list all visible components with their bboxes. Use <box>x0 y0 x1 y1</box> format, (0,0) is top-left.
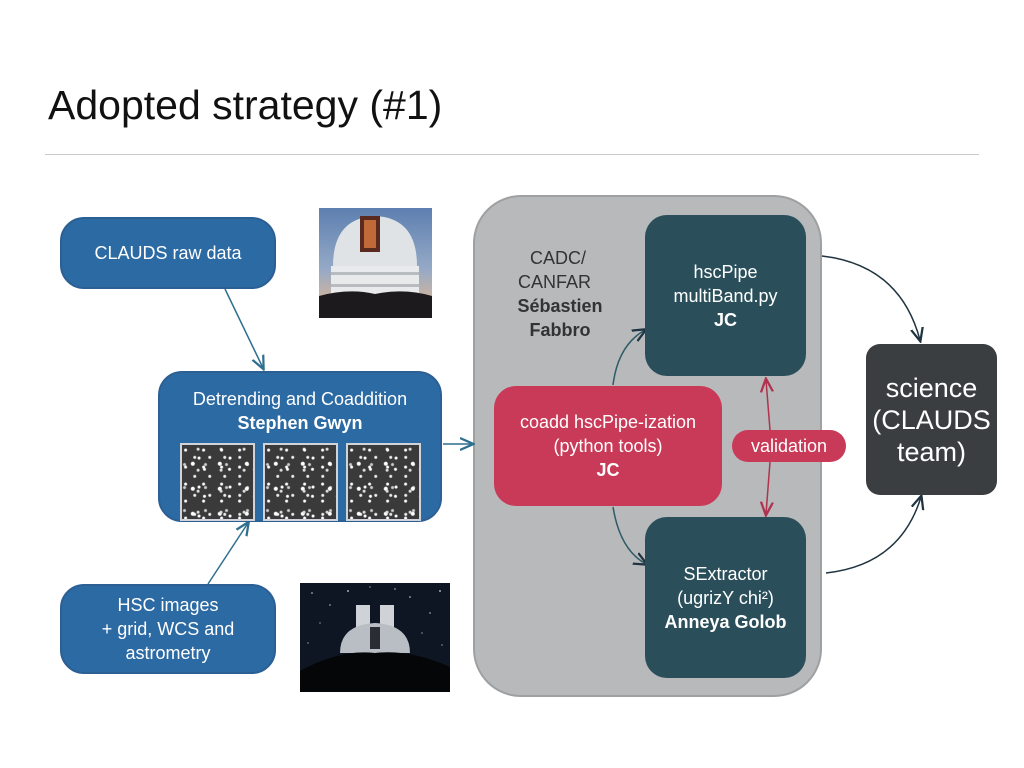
observatory-icon <box>300 586 450 692</box>
science-clauds-team-node: science (CLAUDS team) <box>866 344 997 495</box>
science-line1: science <box>885 372 978 403</box>
arrow-coadd-to-sextractor <box>612 506 646 564</box>
cadc-line2: CANFAR <box>518 272 592 292</box>
cadc-person-last: Fabbro <box>529 320 591 340</box>
sextractor-node: SExtractor (ugrizY chi²) Anneya Golob <box>645 517 806 678</box>
sextractor-line1: SExtractor <box>683 563 768 584</box>
cadc-label: CADC/ CANFAR Sébastien Fabbro <box>500 246 620 342</box>
hscpipe-line1: hscPipe <box>693 261 758 282</box>
hsc-line1: HSC images <box>117 595 219 615</box>
hscpipe-line2: multiBand.py <box>673 285 778 306</box>
coadd-line1: coadd hscPipe-ization <box>519 412 697 432</box>
arrow-hscpipe-to-science <box>821 255 920 340</box>
validation-badge: validation <box>732 430 846 462</box>
cadc-person-first: Sébastien <box>517 296 603 316</box>
hsc-line2: + grid, WCS and <box>101 619 235 639</box>
coadd-hscpipe-ization-node: coadd hscPipe-ization (python tools) JC <box>494 386 722 506</box>
slide-title: Adopted strategy (#1) <box>48 82 443 128</box>
arrow-sextractor-to-science <box>825 497 921 574</box>
sextractor-person: Anneya Golob <box>664 611 787 632</box>
science-line3: team) <box>896 436 967 467</box>
star-field-image <box>179 443 255 521</box>
arrow-validation-down <box>766 461 770 514</box>
hscpipe-person: JC <box>713 309 737 330</box>
star-field-image <box>262 443 338 521</box>
hsc-line3: astrometry <box>125 643 211 663</box>
cadc-line1: CADC/ <box>530 248 587 268</box>
arrow-raw-to-detrending <box>224 288 263 368</box>
dome-icon <box>319 216 432 318</box>
arrow-validation-up <box>766 380 770 431</box>
validation-label: validation <box>750 435 828 456</box>
clauds-raw-data-node: CLAUDS raw data <box>60 217 276 289</box>
hsc-images-node: HSC images + grid, WCS and astrometry <box>60 584 276 674</box>
coadd-person: JC <box>596 460 620 480</box>
title-divider <box>45 154 979 155</box>
detrending-coaddition-node: Detrending and Coaddition Stephen Gwyn <box>158 371 442 522</box>
telescope-dome-photo <box>319 208 432 318</box>
subaru-telescope-photo <box>300 583 450 692</box>
detrending-label: Detrending and Coaddition <box>192 389 408 409</box>
hscpipe-node: hscPipe multiBand.py JC <box>645 215 806 376</box>
arrow-hsc-to-detrending <box>207 523 248 585</box>
sextractor-line2: (ugrizY chi²) <box>677 587 774 608</box>
detrending-person: Stephen Gwyn <box>237 413 363 433</box>
science-line2: (CLAUDS <box>872 404 991 435</box>
coadd-line2: (python tools) <box>553 436 663 456</box>
raw-data-label: CLAUDS raw data <box>94 243 242 263</box>
star-field-image <box>345 443 421 521</box>
arrow-coadd-to-hscpipe <box>612 330 645 386</box>
